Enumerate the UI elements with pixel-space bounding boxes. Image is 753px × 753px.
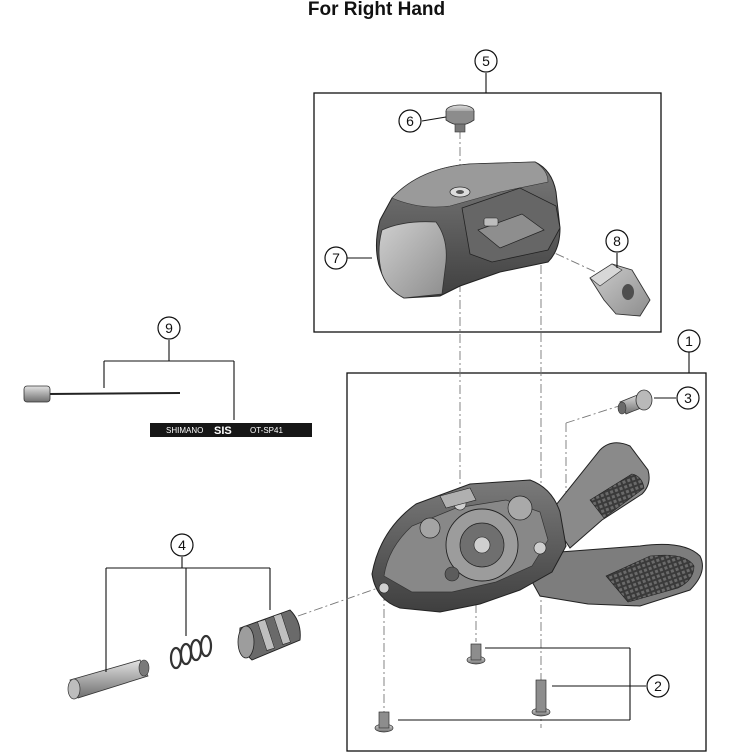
cable-print-brand: SHIMANO [166,426,203,435]
callout-label-1: 1 [685,333,693,349]
cable-print-code: OT-SP41 [250,426,283,435]
cable-housing [150,423,312,437]
upper-cover-assembly [376,161,561,299]
callout-label-7: 7 [332,250,340,266]
callout-label-5: 5 [482,53,490,69]
fixing-screws-2 [374,643,551,733]
cable-stop-set-4 [67,609,301,700]
callout-label-2: 2 [654,678,662,694]
callout-7: 7 [324,246,348,270]
callout-6: 6 [398,109,422,133]
shifter-main-body [371,442,703,613]
callout-label-6: 6 [406,113,414,129]
cable-print-model: SIS [214,425,232,437]
clip-8 [589,263,651,317]
callout-3: 3 [676,386,700,410]
callout-4: 4 [170,533,194,557]
callout-1: 1 [677,329,701,353]
callout-5: 5 [474,49,498,73]
callout-label-8: 8 [613,233,621,249]
callout-8: 8 [605,229,629,253]
leader-lines [103,73,690,721]
callout-2: 2 [646,674,670,698]
cable-set-9: SHIMANO SIS OT-SP41 [23,385,312,437]
cover-top-face [391,161,549,208]
callout-label-4: 4 [178,537,186,553]
callout-label-9: 9 [165,320,173,336]
cover-side-face [378,221,447,299]
callout-label-3: 3 [684,390,692,406]
diagram-title: For Right Hand [307,0,446,20]
group-frame-1 [346,372,707,752]
group-frame-5 [313,92,662,333]
screw-6 [445,104,475,133]
callout-9: 9 [157,316,181,340]
adjuster-bolt-3 [617,389,653,415]
